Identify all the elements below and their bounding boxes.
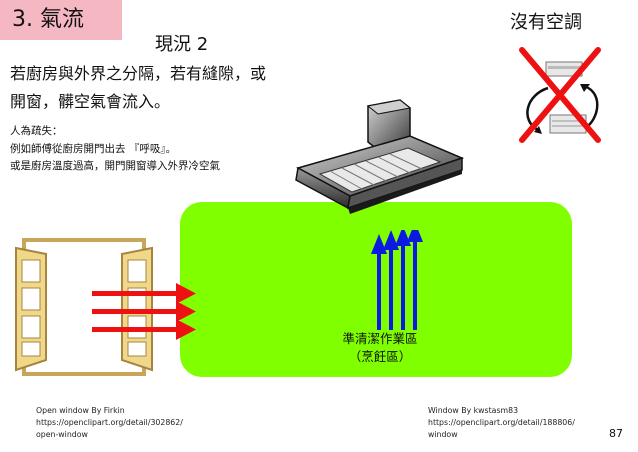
inflow-arrows — [92, 283, 196, 340]
range-hood-icon — [295, 99, 465, 214]
credit-right-line-3: window — [428, 430, 458, 439]
section-title: 3. 氣流 — [12, 7, 84, 32]
cooking-zone — [180, 202, 572, 377]
open-window-icon — [15, 238, 153, 376]
description-line-2: 開窗，髒空氣會流入。 — [10, 92, 171, 111]
note-line-2: 或是廚房溫度過高，開門開窗導入外界冷空氣 — [10, 160, 220, 172]
zone-label-line-2: （烹飪區） — [348, 349, 412, 364]
slide-subtitle: 現況 2 — [155, 34, 209, 55]
credit-left-line-3: open-window — [36, 430, 88, 439]
no-ac-label: 沒有空調 — [510, 12, 582, 33]
credit-window: Window By kwstasm83 https://openclipart.… — [428, 405, 575, 441]
page-number: 87 — [609, 427, 623, 440]
credit-open-window: Open window By Firkin https://openclipar… — [36, 405, 183, 441]
credit-right-line-1: Window By kwstasm83 — [428, 406, 519, 415]
human-error-note: 人為疏失： 例如師傅從廚房開門出去 『呼吸』。 或是廚房溫度過高，開門開窗導入外… — [10, 123, 220, 176]
description: 若廚房與外界之分隔，若有縫隙，或 開窗，髒空氣會流入。 — [10, 60, 310, 116]
note-line-1: 例如師傅從廚房開門出去 『呼吸』。 — [10, 142, 177, 155]
section-tab: 3. 氣流 — [0, 0, 122, 40]
zone-label: 準清潔作業區 （烹飪區） — [300, 330, 460, 366]
credit-left-line-2: https://openclipart.org/detail/302862/ — [36, 418, 183, 427]
airflow-up-arrows — [371, 230, 423, 330]
air-conditioner-crossed-icon — [519, 47, 601, 143]
description-line-1: 若廚房與外界之分隔，若有縫隙，或 — [10, 64, 267, 83]
credit-left-line-1: Open window By Firkin — [36, 406, 125, 415]
zone-label-line-1: 準清潔作業區 — [342, 331, 418, 346]
note-heading: 人為疏失： — [10, 125, 63, 137]
credit-right-line-2: https://openclipart.org/detail/188806/ — [428, 418, 575, 427]
